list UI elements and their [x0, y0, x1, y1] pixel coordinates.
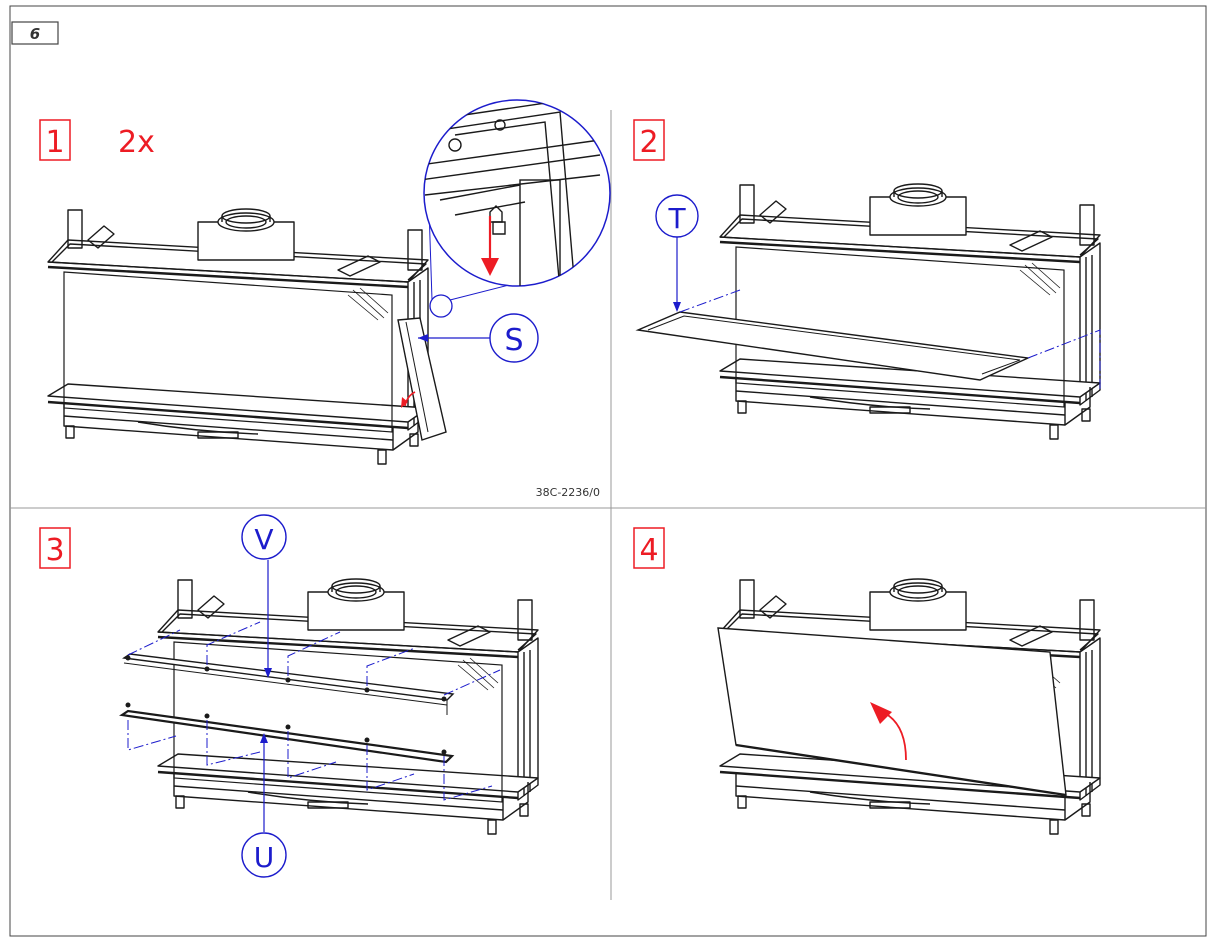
step-1-quantity: 2x — [118, 125, 155, 160]
drawing-code: 38C-2236/0 — [536, 486, 600, 499]
step-4-arrowhead — [870, 702, 892, 724]
callout-u — [241, 832, 287, 878]
callout-v — [241, 514, 287, 560]
callout-t-label: T — [667, 202, 686, 235]
step-4: 4 — [633, 527, 1102, 836]
step-3: 3 V — [39, 514, 540, 878]
callout-v-arrowhead — [264, 668, 272, 678]
callout-u-label: U — [254, 841, 275, 874]
step-1-rotation-arrow — [404, 391, 416, 407]
step-2-box — [633, 119, 665, 161]
step-2-number: 2 — [639, 125, 658, 160]
page-badge-text: 6 — [30, 25, 40, 43]
glass-panel-bottom — [735, 743, 1067, 797]
step-2-guide-1 — [679, 289, 741, 313]
step-2-fireplace — [718, 182, 1102, 441]
strip-v-edge — [123, 662, 448, 706]
strip-v — [122, 653, 455, 701]
detail-magnifier — [423, 99, 611, 287]
page-badge: 6 — [11, 21, 59, 45]
step-4-box — [633, 527, 665, 569]
callout-t — [655, 194, 699, 238]
step-3-box — [39, 527, 71, 569]
screws — [125, 655, 447, 755]
step-1-number: 1 — [45, 125, 64, 160]
callout-v-label: V — [254, 523, 273, 556]
step-1-box — [39, 119, 71, 161]
step-1-arrowhead — [401, 397, 408, 408]
detail-marker — [429, 294, 453, 318]
step-4-number: 4 — [639, 533, 658, 568]
page-border — [9, 5, 1207, 937]
callout-s-label: S — [504, 323, 523, 358]
step-2: 2 T — [633, 119, 1102, 441]
callout-s — [489, 313, 539, 363]
callout-s-arrowhead — [418, 334, 428, 342]
glass-frame-inner — [647, 315, 1021, 375]
step-1-fireplace — [46, 207, 447, 466]
callout-u-arrowhead — [260, 733, 268, 743]
step-3-fireplace — [156, 577, 540, 836]
strip-u — [119, 709, 455, 764]
step-3-number: 3 — [45, 533, 64, 568]
step-3-guides — [127, 621, 501, 801]
step-1: 1 2x — [39, 99, 611, 499]
callout-t-arrowhead — [673, 302, 681, 312]
step-2-guide-2 — [1027, 329, 1101, 390]
